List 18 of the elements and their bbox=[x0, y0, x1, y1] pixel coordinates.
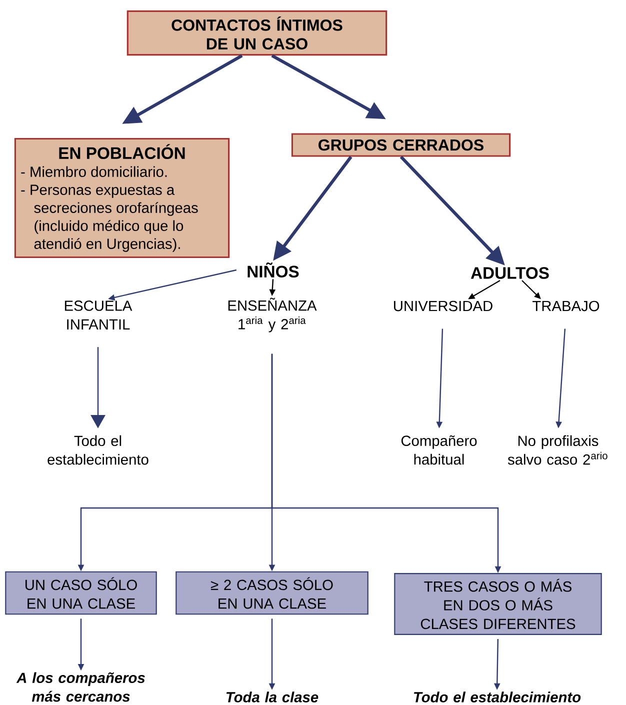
info-box: EN POBLACIÓN - Miembro domiciliario. - Personas expuestas a secreciones orofaríngeas (incluido médico que lo atendió en Urgencias). bbox=[14, 138, 230, 258]
result-label: Todo el establecimiento bbox=[414, 692, 581, 702]
category-label: NIÑOS bbox=[248, 262, 299, 278]
result-label: A los compañeros más cercanos bbox=[16, 672, 145, 702]
result-label: Compañero habitual bbox=[401, 435, 477, 465]
node-label: ENSEÑANZA 1$^{aria}$ y 2$^{aria}$ bbox=[228, 298, 317, 332]
title-box: CONTACTOS ÍNTIMOS DE UN CASO bbox=[126, 10, 388, 56]
case-box: TRES CASOS O MÁS EN DOS O MÁS CLASES DIFERENTES bbox=[394, 573, 602, 635]
node-label: UNIVERSIDAD bbox=[394, 300, 492, 312]
case-box: ≥ 2 CASOS SÓLO EN UNA CLASE bbox=[176, 571, 368, 615]
case-box: UN CASO SÓLO EN UNA CLASE bbox=[5, 571, 157, 615]
group-box: GRUPOS CERRADOS bbox=[291, 133, 511, 157]
node-label: ESCUELA INFANTIL bbox=[64, 300, 132, 330]
category-label: ADULTOS bbox=[470, 267, 549, 279]
node-label: TRABAJO bbox=[532, 300, 600, 312]
result-label: No profilaxis salvo caso 2$^{ario}$ bbox=[508, 435, 608, 465]
result-label: Todo el establecimiento bbox=[48, 435, 148, 465]
result-label: Toda la clase bbox=[226, 692, 318, 702]
